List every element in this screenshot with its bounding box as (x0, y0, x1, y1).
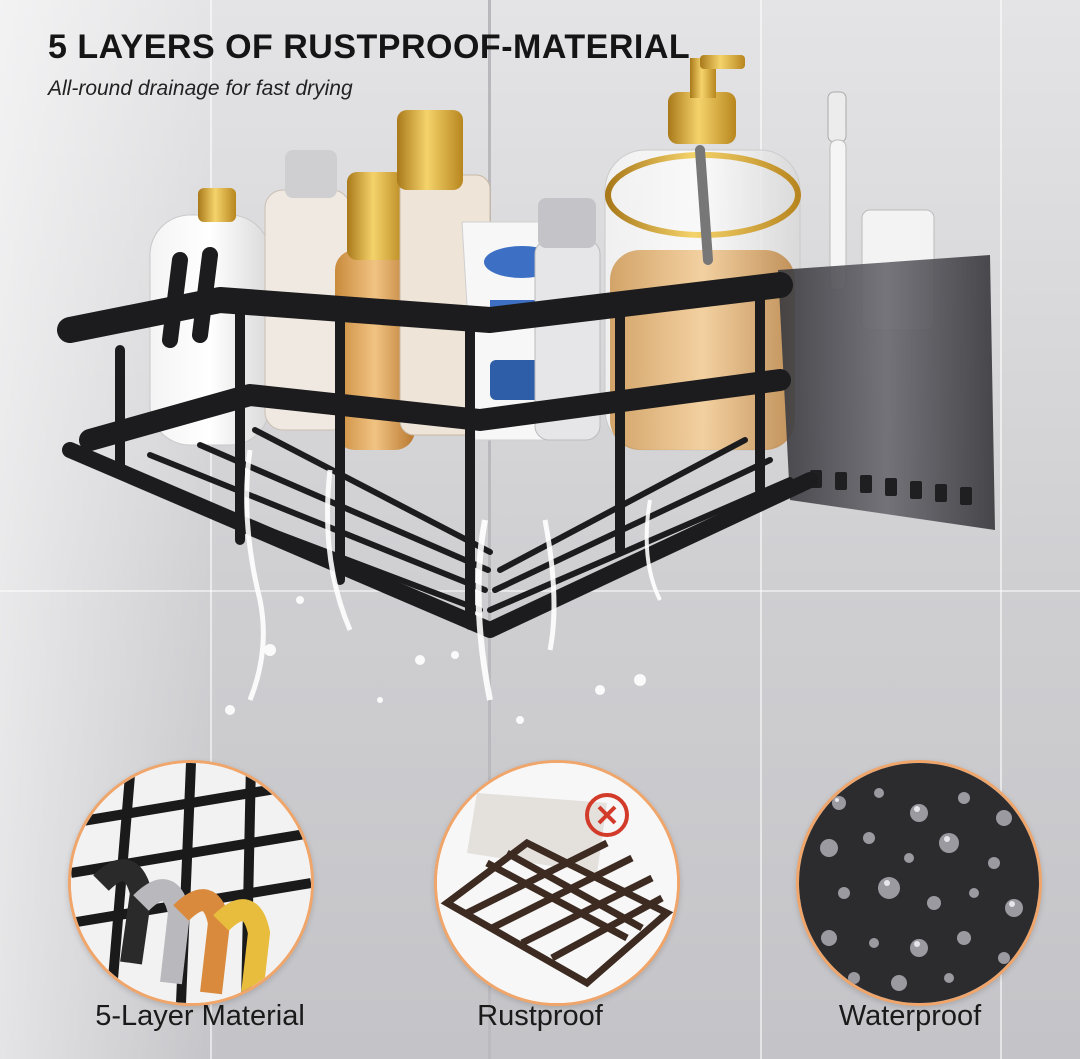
bottle-silver (534, 198, 601, 441)
subheadline: All-round drainage for fast drying (48, 77, 353, 100)
layered-hook-icon (71, 763, 311, 1003)
water-droplets-icon (799, 763, 1039, 1003)
feature-label-material: 5-Layer Material (95, 1000, 305, 1032)
shower-caddy-illustration (57, 55, 995, 724)
toothbrush (827, 91, 847, 291)
headline: 5 LAYERS OF RUSTPROOF-MATERIAL (48, 28, 691, 66)
wall-corner (488, 0, 491, 1059)
wall-tile-seam (1000, 0, 1002, 1059)
feature-circle-material (68, 760, 314, 1006)
water-splash (225, 449, 662, 724)
rust-cross-icon (437, 763, 677, 1003)
corner-rack (57, 247, 818, 638)
feature-circle-waterproof (796, 760, 1042, 1006)
feature-circle-rustproof (434, 760, 680, 1006)
feature-label-rustproof: Rustproof (477, 1000, 603, 1032)
wall-tile-seam (760, 0, 762, 1059)
toothbrush-holder (778, 255, 995, 530)
feature-label-waterproof: Waterproof (838, 1000, 982, 1032)
wall-tile-seam (210, 0, 212, 1059)
